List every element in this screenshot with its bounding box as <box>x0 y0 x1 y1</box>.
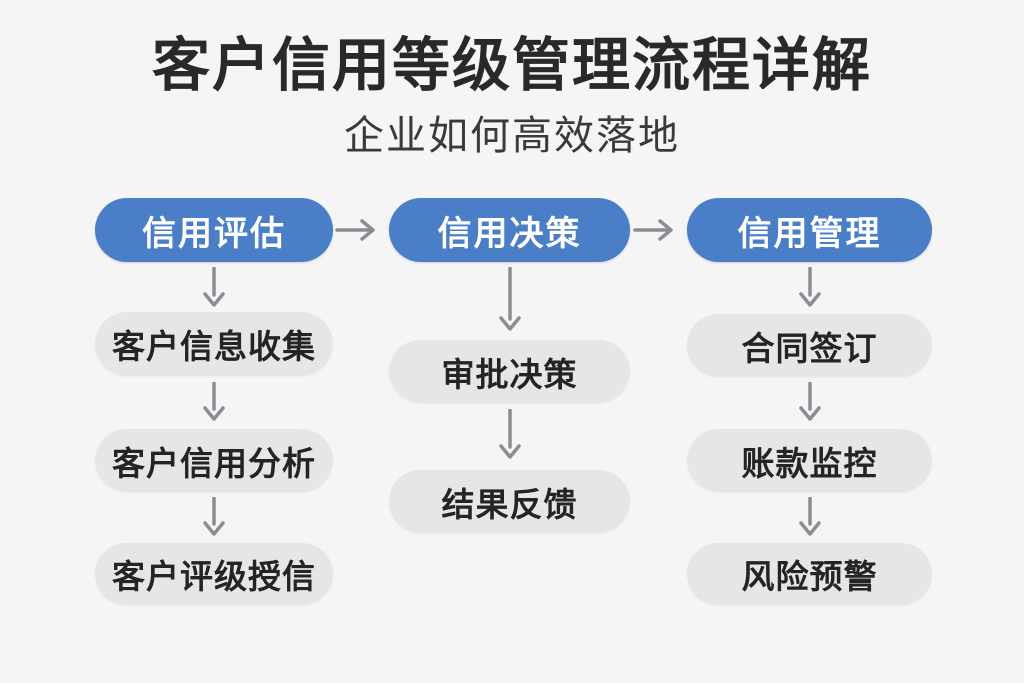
page-subtitle: 企业如何高效落地 <box>344 114 680 158</box>
step-pill-receivables-monitoring: 账款监控 <box>687 429 932 492</box>
stage-pill-credit-decision: 信用决策 <box>389 198 630 262</box>
arrow-right-icon <box>633 217 679 243</box>
arrow-down-icon <box>797 267 823 307</box>
step-label: 结果反馈 <box>441 485 578 523</box>
step-pill-contract-signing: 合同签订 <box>687 314 932 377</box>
page-title: 客户信用等级管理流程详解 <box>151 33 872 98</box>
arrow-down-icon <box>797 497 823 536</box>
arrow-down-icon <box>797 382 823 421</box>
step-label: 合同签订 <box>741 329 878 367</box>
step-pill-customer-info-collection: 客户信息收集 <box>95 312 333 376</box>
step-label: 客户信息收集 <box>112 328 316 365</box>
step-pill-result-feedback: 结果反馈 <box>389 470 630 533</box>
arrow-right-icon <box>335 217 381 243</box>
arrow-down-icon <box>497 409 523 459</box>
stage-label: 信用管理 <box>737 214 882 253</box>
step-pill-customer-credit-analysis: 客户信用分析 <box>95 429 333 492</box>
step-label: 客户评级授信 <box>112 558 316 595</box>
step-pill-risk-warning: 风险预警 <box>687 543 932 605</box>
stage-pill-credit-management: 信用管理 <box>687 198 932 262</box>
stage-label: 信用评估 <box>142 214 286 253</box>
step-label: 客户信用分析 <box>112 444 316 482</box>
step-pill-approval-decision: 审批决策 <box>389 340 630 403</box>
arrow-down-icon <box>201 382 227 421</box>
arrow-down-icon <box>201 497 227 536</box>
step-pill-customer-rating-credit-granting: 客户评级授信 <box>95 543 333 605</box>
step-label: 账款监控 <box>741 444 878 482</box>
stage-pill-credit-assessment: 信用评估 <box>95 198 333 262</box>
arrow-down-icon <box>497 267 523 331</box>
stage-label: 信用决策 <box>437 214 582 253</box>
arrow-down-icon <box>201 267 227 307</box>
step-label: 风险预警 <box>741 558 878 595</box>
step-label: 审批决策 <box>441 355 578 393</box>
